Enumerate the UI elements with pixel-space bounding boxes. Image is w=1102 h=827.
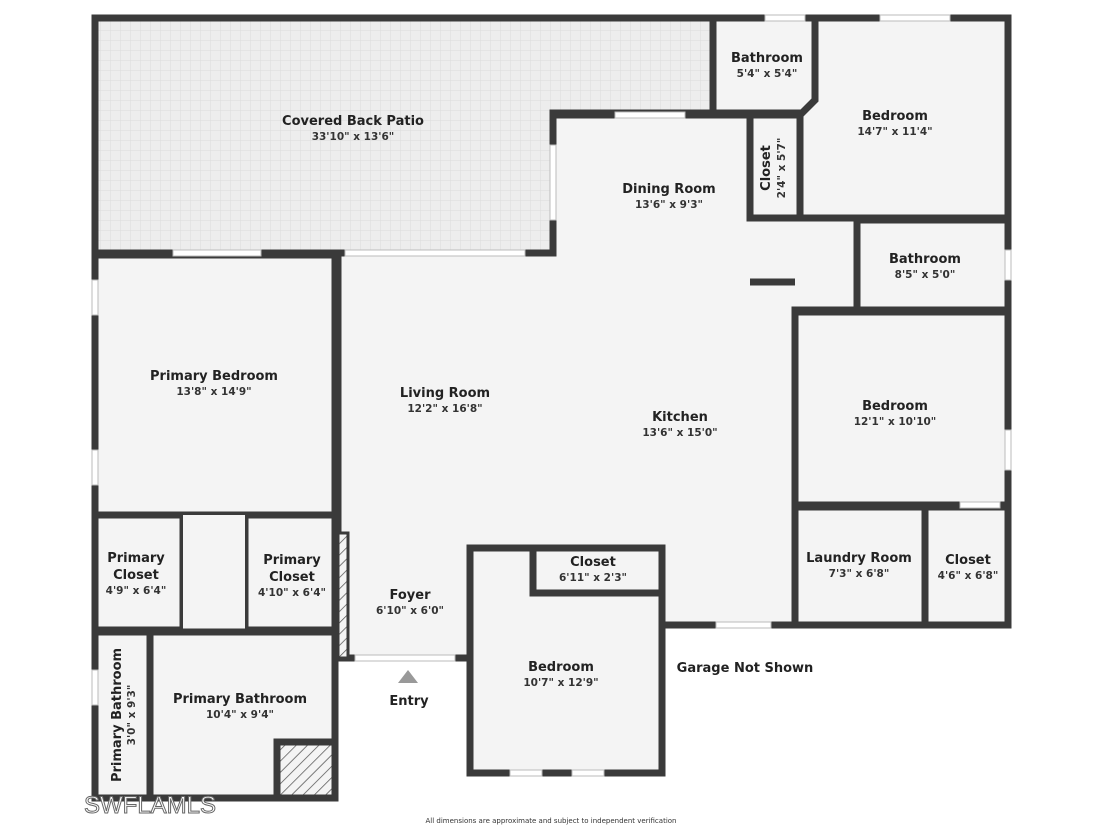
room-dims: 6'10" x 6'0" (376, 605, 444, 617)
room-dims: 4'9" x 6'4" (106, 585, 167, 597)
room-dims: 2'4" x 5'7" (776, 138, 788, 199)
room-name: Closet (113, 568, 159, 583)
room-dims: 8'5" x 5'0" (895, 269, 956, 281)
room-dims: 6'11" x 2'3" (559, 572, 627, 584)
room-name: Laundry Room (806, 551, 912, 566)
room-bathroom-2 (853, 216, 1012, 314)
room-dims: 33'10" x 13'6" (312, 131, 395, 143)
hatched-fixture (273, 738, 339, 802)
entry-arrow-icon (398, 670, 418, 683)
room-name: Primary (263, 553, 321, 568)
room-name: Primary (107, 551, 165, 566)
room-dims: 12'2" x 16'8" (407, 403, 482, 415)
room-primary-bathroom-2 (91, 628, 154, 802)
room-primary-bedroom-hall (183, 515, 245, 630)
room-name: Covered Back Patio (282, 114, 424, 129)
foyer-stair (336, 531, 350, 660)
room-dims: 13'6" x 9'3" (635, 199, 703, 211)
room-name: Closet (759, 145, 774, 191)
room-dims: 4'10" x 6'4" (258, 587, 326, 599)
room-name: Bedroom (862, 399, 928, 414)
room-name: Foyer (390, 588, 432, 603)
room-dims: 7'3" x 6'8" (829, 568, 890, 580)
watermark: SWFLAMLS (84, 792, 216, 819)
room-name: Dining Room (622, 182, 715, 197)
room-name: Closet (945, 553, 991, 568)
room-laundry (791, 503, 929, 629)
room-dims: 12'1" x 10'10" (854, 416, 937, 428)
room-name: Bedroom (528, 660, 594, 675)
disclaimer: All dimensions are approximate and subje… (426, 817, 677, 825)
room-dims: 4'6" x 6'8" (938, 570, 999, 582)
room-closet-3 (529, 544, 666, 597)
room-name: Bathroom (731, 51, 803, 66)
room-name: Kitchen (652, 410, 708, 425)
room-dims: 3'0" x 9'3" (126, 685, 138, 746)
room-dims: 10'4" x 9'4" (206, 709, 274, 721)
room-closet-1 (746, 111, 804, 222)
room-dims: 13'6" x 15'0" (642, 427, 717, 439)
windows-doors (91, 14, 1012, 777)
room-name: Closet (269, 570, 315, 585)
room-dims: 10'7" x 12'9" (523, 677, 598, 689)
room-dims: 5'4" x 5'4" (737, 68, 798, 80)
garage-note: Garage Not Shown (677, 661, 814, 676)
room-dims: 13'8" x 14'9" (176, 386, 251, 398)
room-name: Bedroom (862, 109, 928, 124)
room-name: Primary Bathroom (173, 692, 307, 707)
room-name: Bathroom (889, 252, 961, 267)
room-name: Primary Bathroom (110, 648, 125, 782)
room-name: Closet (570, 555, 616, 570)
entry-label: Entry (389, 694, 429, 709)
room-name: Living Room (400, 386, 490, 401)
room-name: Primary Bedroom (150, 369, 278, 384)
room-primary-bedroom (91, 251, 339, 519)
room-dims: 14'7" x 11'4" (857, 126, 932, 138)
